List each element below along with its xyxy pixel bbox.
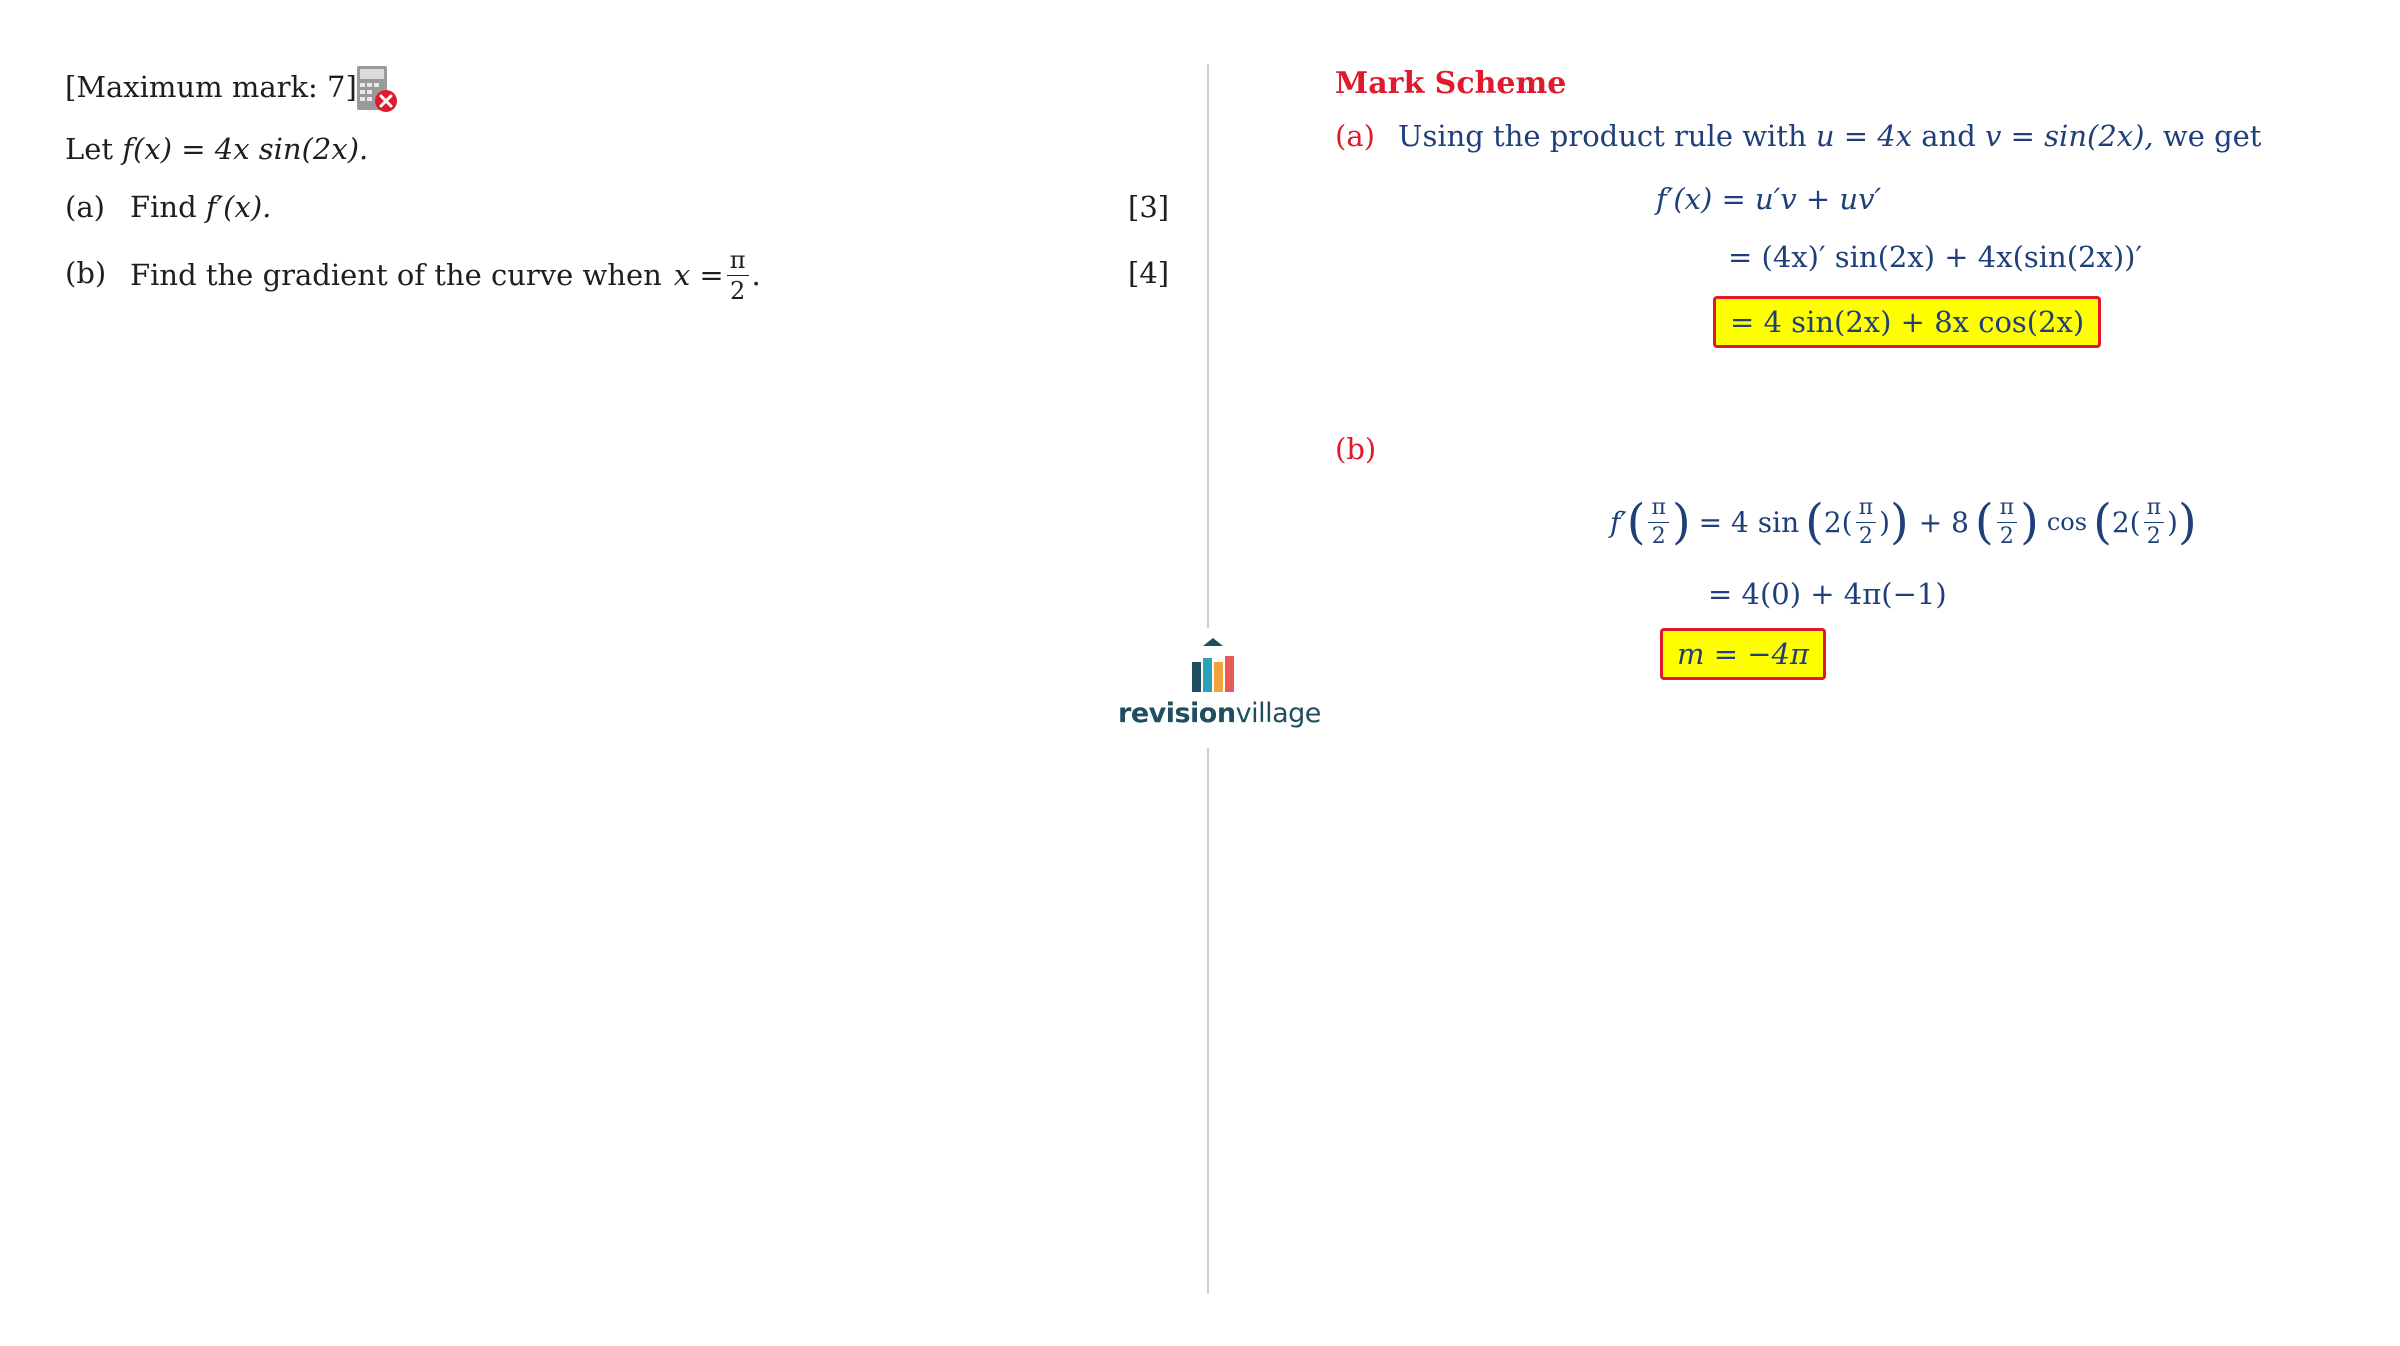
scheme-part-a-label: (a): [1335, 119, 1375, 153]
part-a-text: Find: [130, 190, 197, 224]
intro-u: u = 4x: [1815, 119, 1913, 153]
mark-scheme-title: Mark Scheme: [1335, 66, 1567, 101]
plus-8: + 8: [1918, 505, 1969, 539]
max-mark-label: [Maximum mark: 7]: [65, 70, 357, 104]
logo-bars-icon: [1192, 638, 1234, 692]
f-prime: f′: [1610, 505, 1627, 539]
part-b-x-equals: x =: [673, 258, 724, 292]
scheme-b-line2: = 4(0) + 4π(−1): [1708, 577, 1947, 611]
scheme-part-a-intro: Using the product rule with u = 4x and v…: [1398, 119, 2261, 153]
scheme-a-line2: = (4x)′ sin(2x) + 4x(sin(2x))′: [1728, 240, 2143, 274]
function-expression: f(x) = 4x sin(2x).: [122, 132, 369, 166]
scheme-part-b-label: (b): [1335, 432, 1377, 466]
part-a-question: Find f′(x).: [130, 190, 271, 224]
calculator-not-allowed-icon: [355, 64, 399, 116]
two-open-b: 2(: [1823, 505, 1853, 539]
part-a-marks: [3]: [1128, 190, 1170, 224]
let-word: Let: [65, 132, 114, 166]
intro-text: Using the product rule with: [1398, 119, 1807, 153]
intro-v: v = sin(2x),: [1985, 119, 2154, 153]
close-d: ): [2167, 505, 2178, 539]
part-b-question: Find the gradient of the curve when x = …: [130, 240, 761, 310]
two-open-d: 2(: [2111, 505, 2141, 539]
part-a-label: (a): [65, 190, 105, 224]
logo-text-bold: revision: [1118, 698, 1236, 729]
cos-word: cos: [2046, 508, 2088, 536]
scheme-a-answer: = 4 sin(2x) + 8x cos(2x): [1713, 296, 2102, 348]
part-b-fraction: π 2: [726, 248, 749, 305]
scheme-b-answer: m = −4π: [1660, 628, 1827, 680]
scheme-a-line1: f′(x) = u′v + uv′: [1656, 182, 1882, 216]
part-b-text: Find the gradient of the curve when: [130, 258, 662, 292]
close-b: ): [1879, 505, 1890, 539]
part-a-expression: f′(x).: [205, 190, 272, 224]
part-b-marks: [4]: [1128, 256, 1170, 290]
revision-village-logo: revisionvillage: [1118, 636, 1321, 736]
part-b-label: (b): [65, 256, 107, 290]
fraction-numerator: π: [726, 248, 749, 276]
intro-and: and: [1921, 119, 1976, 153]
fraction-denominator: 2: [729, 276, 746, 305]
part-b-period: .: [751, 258, 761, 292]
logo-text-light: village: [1235, 698, 1322, 729]
intro-end: we get: [2162, 119, 2262, 153]
function-definition: Let f(x) = 4x sin(2x).: [65, 132, 368, 166]
eq-4sin: = 4 sin: [1698, 505, 1800, 539]
